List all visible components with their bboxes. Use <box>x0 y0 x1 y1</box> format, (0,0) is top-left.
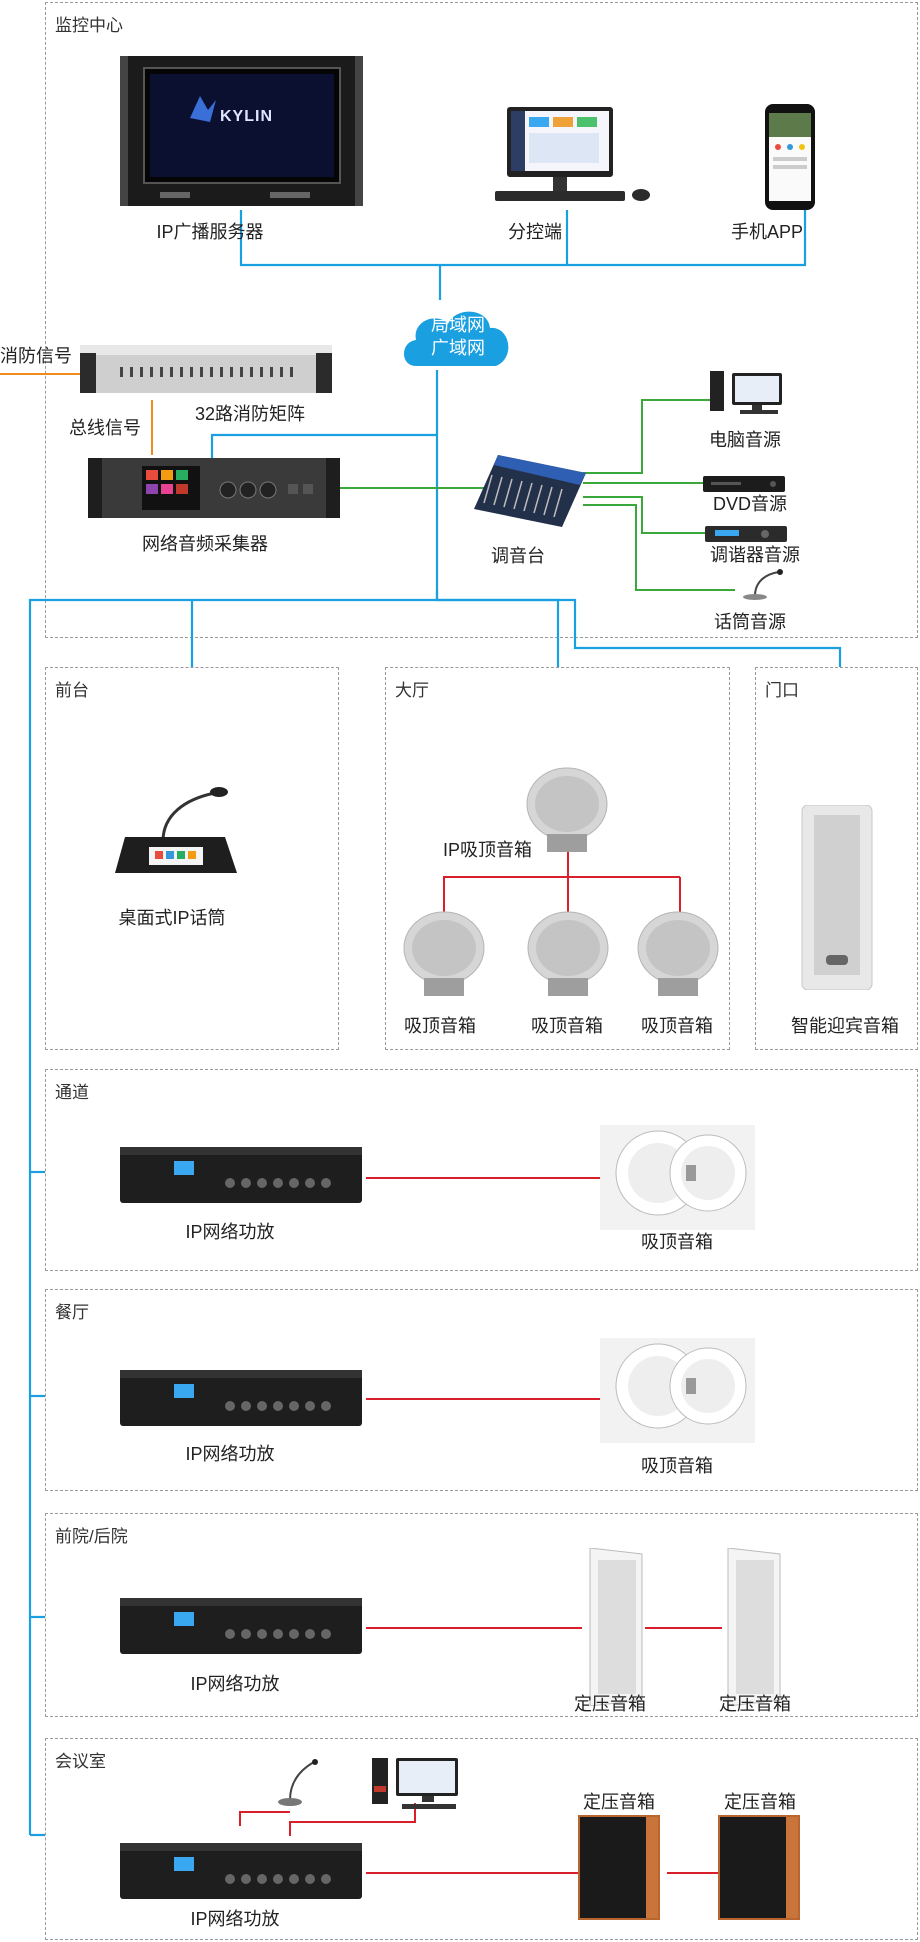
server-logo-text: KYLIN <box>220 108 273 125</box>
desktop-ip-microphone <box>115 785 240 877</box>
bus-signal-label: 总线信号 <box>69 418 141 438</box>
fixed-voltage-speaker-label-meeting-1: 定压音箱 <box>583 1792 655 1812</box>
tuner-source-device <box>705 524 787 544</box>
ceiling-speaker-label-1: 吸顶音箱 <box>404 1016 476 1036</box>
fire-matrix-device <box>80 345 332 400</box>
gooseneck-microphone-icon <box>278 1759 318 1806</box>
amplifier-icon <box>120 1598 362 1654</box>
ip-amplifier-label-courtyard: IP网络功放 <box>190 1674 280 1694</box>
ceiling-speaker-label-2: 吸顶音箱 <box>531 1016 603 1036</box>
column-speaker-icon <box>727 1547 781 1707</box>
ceiling-speaker-pair-icon <box>600 1338 755 1443</box>
zone-label: 门口 <box>765 681 799 700</box>
fixed-voltage-speaker-meeting-1 <box>578 1815 660 1920</box>
ceiling-speaker-label-restaurant: 吸顶音箱 <box>641 1456 713 1476</box>
audio-collector-icon <box>88 458 340 518</box>
cloud-icon <box>404 311 509 366</box>
pc-source-label: 电脑音源 <box>709 430 781 450</box>
pc-source-device <box>710 371 784 415</box>
fixed-voltage-speaker-label-courtyard-1: 定压音箱 <box>574 1694 646 1714</box>
ip-amplifier-restaurant <box>120 1370 362 1430</box>
ceiling-speaker-pair-restaurant <box>600 1338 755 1443</box>
bookshelf-speaker-icon <box>718 1815 800 1920</box>
bookshelf-speaker-icon <box>578 1815 660 1920</box>
zone-label: 会议室 <box>55 1752 106 1771</box>
ceiling-speaker-icon <box>637 911 719 996</box>
cloud-label-lan: 局域网 <box>431 315 485 335</box>
ceiling-speaker-icon <box>527 911 609 996</box>
zone-label: 前院/后院 <box>55 1527 128 1546</box>
column-speaker-icon <box>801 804 873 991</box>
ip-amplifier-courtyard <box>120 1598 362 1658</box>
control-pc <box>495 105 655 205</box>
ip-amplifier-label-meeting: IP网络功放 <box>190 1909 280 1929</box>
dvd-player-icon <box>703 476 785 492</box>
zone-label: 前台 <box>55 681 89 700</box>
welcome-speaker <box>800 804 875 991</box>
ceiling-speaker-3 <box>636 910 720 998</box>
mobile-phone <box>764 103 816 211</box>
column-speaker-icon <box>589 1547 643 1707</box>
ceiling-speaker-label-3: 吸顶音箱 <box>641 1016 713 1036</box>
ip-amplifier-label-restaurant: IP网络功放 <box>185 1444 275 1464</box>
control-pc-label: 分控端 <box>508 222 562 242</box>
mobile-app-label: 手机APP <box>730 222 804 242</box>
welcome-speaker-label: 智能迎宾音箱 <box>791 1016 899 1036</box>
smartphone-icon <box>765 104 815 210</box>
tuner-icon <box>705 526 787 542</box>
fire-matrix-icon <box>80 345 332 393</box>
lan-wan-cloud: 局域网 广域网 <box>398 300 518 372</box>
computer-icon <box>372 1758 458 1809</box>
mixer-label: 调音台 <box>491 546 545 566</box>
ceiling-speaker-pair-icon <box>600 1125 755 1230</box>
audio-collector-label: 网络音频采集器 <box>142 534 268 554</box>
mic-source-label: 话筒音源 <box>714 612 786 632</box>
computer-icon <box>710 371 782 414</box>
ceiling-speaker-label-corridor: 吸顶音箱 <box>641 1232 713 1252</box>
mixer-device <box>474 455 586 527</box>
zone-label: 大厅 <box>395 681 429 700</box>
tuner-source-label: 调谐器音源 <box>710 545 800 565</box>
dvd-source-device <box>703 474 785 494</box>
gooseneck-microphone-icon <box>743 569 783 600</box>
cloud-label-wan: 广域网 <box>431 338 485 358</box>
fire-signal-label: 消防信号 <box>0 346 72 366</box>
ceiling-speaker-1 <box>402 910 486 998</box>
meeting-mic <box>270 1758 320 1808</box>
audio-collector-device <box>88 458 340 518</box>
dvd-source-label: DVD音源 <box>712 494 787 514</box>
ip-amplifier-label-corridor: IP网络功放 <box>185 1222 275 1242</box>
zone-entrance: 门口 <box>755 667 918 1050</box>
fixed-voltage-speaker-meeting-2 <box>718 1815 800 1920</box>
amplifier-icon <box>120 1147 362 1203</box>
rack-server-icon <box>120 56 363 206</box>
desktop-mic-icon <box>115 787 237 873</box>
fire-matrix-label: 32路消防矩阵 <box>194 404 306 424</box>
desktop-computer-icon <box>495 107 650 201</box>
ceiling-speaker-icon <box>403 911 485 996</box>
mic-source-device <box>735 568 785 600</box>
fixed-voltage-speaker-label-meeting-2: 定压音箱 <box>724 1792 796 1812</box>
ip-amplifier-meeting <box>120 1843 362 1903</box>
ip-ceiling-speaker <box>525 766 609 854</box>
ip-amplifier-corridor <box>120 1147 362 1207</box>
desktop-mic-label: 桌面式IP话筒 <box>118 908 226 928</box>
ip-ceiling-speaker-label: IP吸顶音箱 <box>442 840 532 860</box>
fixed-voltage-speaker-courtyard-1 <box>584 1547 648 1707</box>
fixed-voltage-speaker-courtyard-2 <box>722 1547 786 1707</box>
ceiling-speaker-icon <box>526 767 608 852</box>
ip-server-label: IP广播服务器 <box>156 222 264 242</box>
amplifier-icon <box>120 1370 362 1426</box>
ip-broadcast-server: KYLIN <box>120 56 363 206</box>
zone-label: 通道 <box>55 1083 89 1102</box>
meeting-pc <box>372 1756 462 1810</box>
zone-label: 监控中心 <box>55 16 123 35</box>
mixing-console-icon <box>474 455 586 527</box>
amplifier-icon <box>120 1843 362 1899</box>
zone-label: 餐厅 <box>55 1303 89 1322</box>
fixed-voltage-speaker-label-courtyard-2: 定压音箱 <box>719 1694 791 1714</box>
ceiling-speaker-pair-corridor <box>600 1125 755 1230</box>
ceiling-speaker-2 <box>526 910 610 998</box>
